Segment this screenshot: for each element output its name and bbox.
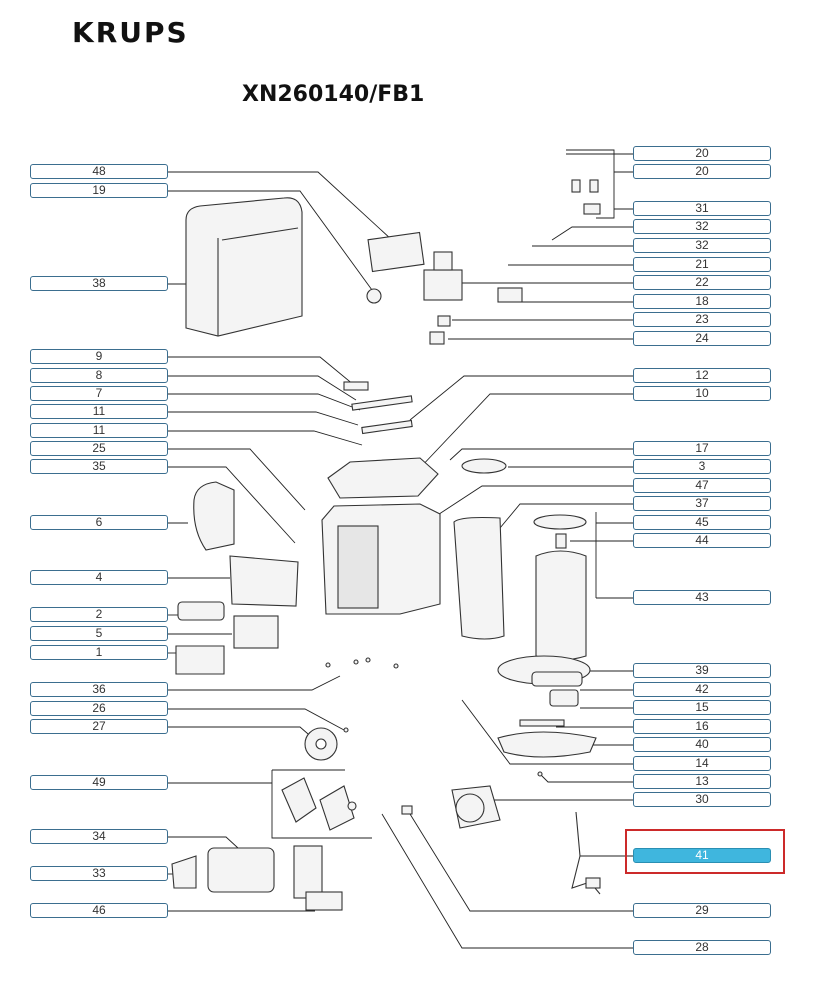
part-label-28[interactable]: 28 xyxy=(633,940,771,955)
part-label-48[interactable]: 48 xyxy=(30,164,168,179)
brand-logo: KRUPS xyxy=(72,16,189,49)
part-label-32[interactable]: 32 xyxy=(633,238,771,253)
part-label-11[interactable]: 11 xyxy=(30,404,168,419)
part-label-45[interactable]: 45 xyxy=(633,515,771,530)
part-label-32[interactable]: 32 xyxy=(633,219,771,234)
part-label-38[interactable]: 38 xyxy=(30,276,168,291)
part-label-4[interactable]: 4 xyxy=(30,570,168,585)
model-number: XN260140/FB1 xyxy=(242,82,425,107)
part-label-22[interactable]: 22 xyxy=(633,275,771,290)
part-label-29[interactable]: 29 xyxy=(633,903,771,918)
part-label-43[interactable]: 43 xyxy=(633,590,771,605)
part-label-13[interactable]: 13 xyxy=(633,774,771,789)
part-label-39[interactable]: 39 xyxy=(633,663,771,678)
part-label-44[interactable]: 44 xyxy=(633,533,771,548)
part-illustrations xyxy=(171,179,601,911)
part-label-36[interactable]: 36 xyxy=(30,682,168,697)
part-label-25[interactable]: 25 xyxy=(30,441,168,456)
part-label-27[interactable]: 27 xyxy=(30,719,168,734)
part-label-46[interactable]: 46 xyxy=(30,903,168,918)
part-label-21[interactable]: 21 xyxy=(633,257,771,272)
part-label-23[interactable]: 23 xyxy=(633,312,771,327)
part-label-17[interactable]: 17 xyxy=(633,441,771,456)
part-label-26[interactable]: 26 xyxy=(30,701,168,716)
part-label-33[interactable]: 33 xyxy=(30,866,168,881)
part-label-8[interactable]: 8 xyxy=(30,368,168,383)
part-label-7[interactable]: 7 xyxy=(30,386,168,401)
part-label-30[interactable]: 30 xyxy=(633,792,771,807)
part-label-3[interactable]: 3 xyxy=(633,459,771,474)
part-label-18[interactable]: 18 xyxy=(633,294,771,309)
part-label-1[interactable]: 1 xyxy=(30,645,168,660)
part-label-9[interactable]: 9 xyxy=(30,349,168,364)
part-label-6[interactable]: 6 xyxy=(30,515,168,530)
part-label-35[interactable]: 35 xyxy=(30,459,168,474)
part-label-20[interactable]: 20 xyxy=(633,146,771,161)
part-label-5[interactable]: 5 xyxy=(30,626,168,641)
part-label-49[interactable]: 49 xyxy=(30,775,168,790)
part-label-16[interactable]: 16 xyxy=(633,719,771,734)
part-label-24[interactable]: 24 xyxy=(633,331,771,346)
part-label-37[interactable]: 37 xyxy=(633,496,771,511)
part-label-11[interactable]: 11 xyxy=(30,423,168,438)
part-label-20[interactable]: 20 xyxy=(633,164,771,179)
part-label-40[interactable]: 40 xyxy=(633,737,771,752)
part-label-10[interactable]: 10 xyxy=(633,386,771,401)
selection-highlight-box xyxy=(625,829,785,874)
part-label-31[interactable]: 31 xyxy=(633,201,771,216)
part-label-47[interactable]: 47 xyxy=(633,478,771,493)
part-label-41-selected[interactable]: 41 xyxy=(633,848,771,863)
part-label-12[interactable]: 12 xyxy=(633,368,771,383)
part-label-42[interactable]: 42 xyxy=(633,682,771,697)
part-label-34[interactable]: 34 xyxy=(30,829,168,844)
part-label-14[interactable]: 14 xyxy=(633,756,771,771)
part-label-19[interactable]: 19 xyxy=(30,183,168,198)
part-label-2[interactable]: 2 xyxy=(30,607,168,622)
part-label-15[interactable]: 15 xyxy=(633,700,771,715)
